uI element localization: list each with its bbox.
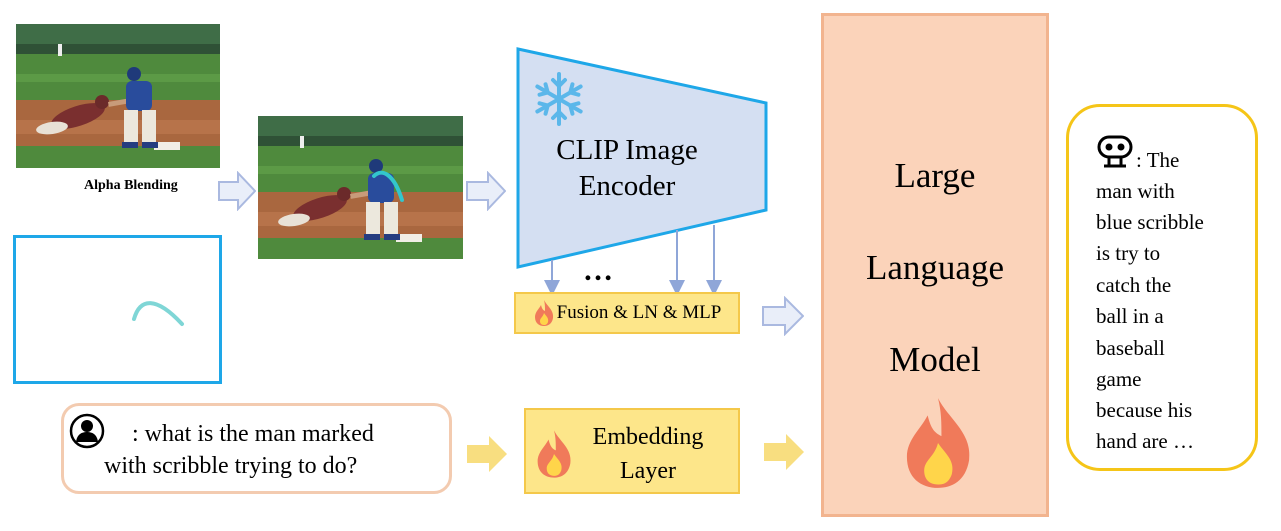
alpha-blending-label: Alpha Blending [84,178,178,193]
encoder-feature-arrows [544,225,722,295]
answer-line5: catch the [1096,273,1172,297]
arrow-embedding-to-llm [764,434,804,470]
answer-line8: game [1096,367,1142,391]
answer-line7: baseball [1096,336,1165,360]
question-line1: : what is the man marked [132,421,374,447]
answer-box: : The man with blue scribble is try to c… [1066,104,1258,471]
fusion-ln-mlp-box: Fusion & LN & MLP [514,292,740,334]
fire-icon [906,398,970,488]
question-box: : what is the man marked with scribble t… [61,403,452,494]
ellipsis: … [583,254,620,287]
user-icon [69,413,105,449]
blended-image [258,116,463,259]
question-line2: with scribble trying to do? [104,453,358,479]
answer-line3: blue scribble [1096,210,1204,234]
arrow-question-to-embedding [467,436,507,472]
scribble-canvas [13,235,222,384]
snowflake-icon [535,72,583,126]
scribble-stroke [132,301,184,326]
large-language-model-box: Large Language Model [821,13,1049,517]
arrow-alpha-to-blended [218,171,256,211]
answer-line9: because his [1096,398,1193,422]
original-image [16,24,220,168]
answer-line6: ball in a [1096,304,1164,328]
fire-icon [537,430,571,478]
llm-label-line3: Model [889,340,981,379]
embedding-layer-box: Embedding Layer [524,408,740,494]
encoder-label: CLIP Image Encoder [512,132,742,204]
llm-label-line1: Large [894,156,976,195]
answer-line10: hand are … [1096,429,1194,453]
arrow-fusion-to-llm [762,296,804,336]
encoder-label-line2: Encoder [578,170,676,202]
answer-line4: is try to [1096,241,1161,265]
fire-icon [534,300,553,326]
arrow-blended-to-encoder [466,171,506,211]
llm-label-line2: Language [866,248,1004,287]
embedding-line1: Embedding [592,424,704,450]
encoder-label-line1: CLIP Image [556,134,698,166]
robot-icon [1097,135,1133,168]
answer-line1: : The [1136,148,1180,172]
fusion-label: Fusion & LN & MLP [556,302,722,323]
embedding-line2: Layer [620,458,676,484]
answer-line2: man with [1096,179,1175,203]
